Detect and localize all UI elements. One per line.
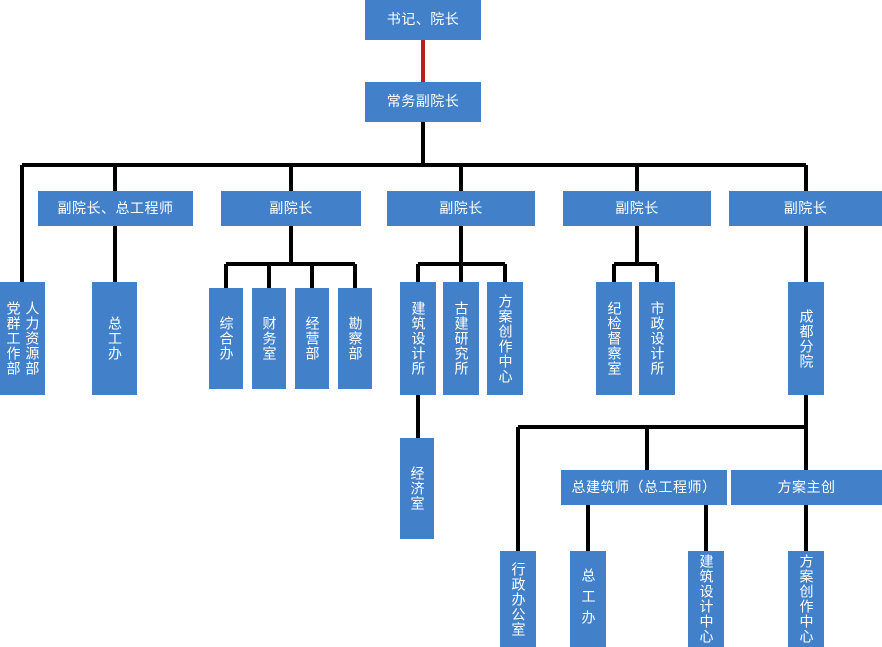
n-gujian-yanjiusuo[interactable]: 古建研究所: [443, 282, 479, 395]
n-fuyz-5[interactable]: 副院长: [729, 191, 882, 226]
n-fangan-zhuchuang[interactable]: 方案主创: [731, 470, 882, 505]
n-fuyz-4[interactable]: 副院长: [563, 191, 711, 226]
n-zongheban[interactable]: 综合办: [209, 288, 243, 389]
n-jianzhu-shejizhongxin-label: 建筑设计中心: [698, 554, 715, 644]
n-fuyz-3-label: 副院长: [439, 199, 483, 216]
n-shizheng-shejisuo-label: 市政设计所: [649, 301, 666, 376]
n-renli-dangqun-label: 人力资源部 党群工作部: [5, 301, 41, 376]
n-jingjishi[interactable]: 经济室: [400, 438, 434, 539]
n-jingjishi-label: 经济室: [409, 466, 426, 511]
n-zongheban-label: 综合办: [218, 316, 235, 361]
n-jianzhu-shejizhongxin[interactable]: 建筑设计中心: [688, 551, 724, 647]
n-caiwushi-label: 财务室: [261, 316, 278, 361]
n-xingzheng-bangongshi[interactable]: 行政办公室: [500, 551, 536, 647]
n-zonggongban-1[interactable]: 总工办: [92, 282, 137, 395]
n-zongjianzhushi-label: 总建筑师（总工程师）: [571, 478, 717, 495]
n-fangan-zhuchuang-label: 方案主创: [777, 478, 836, 495]
n-fuyz-5-label: 副院长: [783, 199, 828, 216]
n-chengdu-fenyuan[interactable]: 成都分院: [788, 282, 824, 395]
n-zongjianzhushi[interactable]: 总建筑师（总工程师）: [561, 470, 727, 505]
n-jingyingbu[interactable]: 经营部: [295, 288, 329, 389]
n-shizheng-shejisuo[interactable]: 市政设计所: [639, 282, 675, 395]
n-zonggongban-2[interactable]: 总工办: [570, 551, 606, 647]
n-xingzheng-bangongshi-label: 行政办公室: [510, 561, 527, 637]
n-changwu-fuyuanzhang-label: 常务副院长: [386, 93, 460, 110]
n-fuyz-4-label: 副院长: [615, 199, 659, 216]
n-gujian-yanjiusuo-label: 古建研究所: [453, 301, 470, 376]
n-jianzhu-shejisuo-label: 建筑设计所: [410, 301, 427, 376]
n-fuyz-2-label: 副院长: [269, 199, 313, 216]
n-zonggongban-1-label: 总工办: [106, 316, 123, 361]
n-zonggongban-2-label: 总工办: [580, 567, 597, 631]
n-shuji-yuanzhang-label: 书记、院长: [386, 11, 460, 28]
n-jijian-ducha[interactable]: 纪检督察室: [596, 282, 632, 395]
n-fangan-chuangzuo-1-label: 方案创作中心: [497, 293, 514, 384]
n-fuyz-zonggong[interactable]: 副院长、总工程师: [38, 191, 193, 226]
n-chengdu-fenyuan-label: 成都分院: [798, 308, 815, 369]
n-shuji-yuanzhang[interactable]: 书记、院长: [365, 0, 481, 40]
n-fuyz-3[interactable]: 副院长: [387, 191, 535, 226]
n-fangan-chuangzuo-2-label: 方案创作中心: [798, 554, 815, 644]
n-fuyz-zonggong-label: 副院长、总工程师: [57, 199, 174, 216]
n-fangan-chuangzuo-1[interactable]: 方案创作中心: [487, 282, 523, 395]
n-jianzhu-shejisuo[interactable]: 建筑设计所: [400, 282, 436, 395]
n-fuyz-2[interactable]: 副院长: [221, 191, 361, 226]
n-kanchabu-label: 勘察部: [347, 316, 364, 361]
n-caiwushi[interactable]: 财务室: [252, 288, 286, 389]
n-jijian-ducha-label: 纪检督察室: [606, 301, 623, 376]
n-fangan-chuangzuo-2[interactable]: 方案创作中心: [788, 551, 824, 647]
n-changwu-fuyuanzhang[interactable]: 常务副院长: [365, 82, 481, 122]
n-kanchabu[interactable]: 勘察部: [338, 288, 372, 389]
n-renli-dangqun[interactable]: 人力资源部 党群工作部: [0, 282, 45, 395]
n-jingyingbu-label: 经营部: [304, 316, 321, 361]
